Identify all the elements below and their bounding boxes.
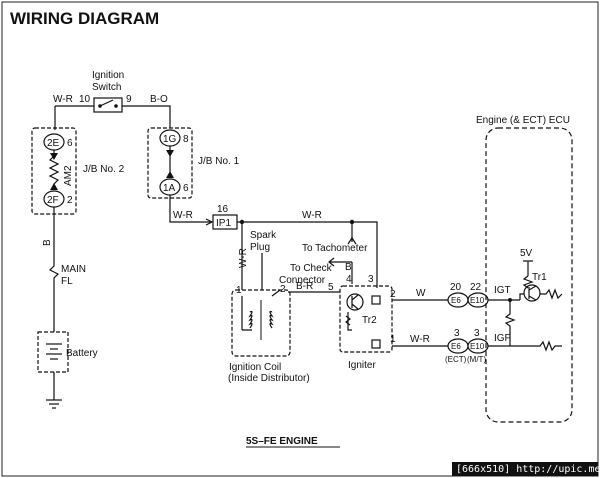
ip1-wire-top-label: W-R <box>302 210 322 221</box>
engine-label: 5S–FE ENGINE <box>246 436 318 447</box>
jb2-conn-bottom-label: 2F <box>47 195 59 206</box>
conn-e6-bottom-label: E6 <box>451 342 461 351</box>
ecu-resistor <box>504 300 516 346</box>
ip1-label: IP1 <box>216 218 231 229</box>
tachometer-label: To Tachometer <box>302 243 368 254</box>
conn-e6-top: E6 <box>447 292 469 308</box>
igniter-pin1: 1 <box>390 334 396 345</box>
footer-bar <box>452 462 598 476</box>
pin-20: 20 <box>450 282 462 293</box>
ign-wire-left-label: W-R <box>53 94 73 105</box>
ignition-switch-label-2: Switch <box>92 82 121 93</box>
ecu-igt-trace <box>519 293 524 300</box>
ecu-box <box>485 127 573 423</box>
conn-e6-top-label: E6 <box>451 296 461 305</box>
pin-3a: 3 <box>454 328 460 339</box>
ground-icon <box>46 399 62 409</box>
ecu-5v-label: 5V <box>520 248 533 259</box>
spark-plug-label-2: Plug <box>250 242 270 253</box>
jb1-conn-top: 1G <box>159 129 181 147</box>
jb2-pin-top: 6 <box>67 138 73 149</box>
jb2-conn-top-label: 2E <box>47 138 60 149</box>
jb1-conn-top-label: 1G <box>163 134 177 145</box>
battery-icon <box>37 331 69 373</box>
ecu-title: Engine (& ECT) ECU <box>476 115 570 126</box>
jb1-wire-label: W-R <box>173 210 193 221</box>
conn-e10-bottom: E10 <box>467 338 489 354</box>
wire-b-check-label: B <box>345 262 352 273</box>
am2-label: AM2 <box>63 165 74 186</box>
ect-label: (ECT) <box>445 355 467 364</box>
igniter-pin2: 2 <box>390 289 396 300</box>
tr1-icon <box>523 284 563 302</box>
jb2-conn-bottom: 2F <box>43 190 65 208</box>
am2-fuse-icon <box>48 150 60 190</box>
jb1-label: J/B No. 1 <box>198 156 240 167</box>
wire-jb1-to-ip1 <box>169 195 212 223</box>
ignition-coil-label-2: (Inside Distributor) <box>228 373 310 384</box>
check-connector-label-1: To Check <box>290 263 333 274</box>
check-connector-label-2: Connector <box>279 275 326 286</box>
main-fl-label-2: FL <box>61 276 73 287</box>
jb1-box <box>147 127 193 199</box>
mt-label: (M/T) <box>467 355 486 364</box>
conn-e10-top: E10 <box>467 292 489 308</box>
main-fl-icon <box>48 262 60 285</box>
ecu-igf-trace <box>520 340 562 352</box>
ecu-junction-dot <box>508 298 512 302</box>
ecu-5v-icon <box>522 260 534 289</box>
igniter-icon <box>339 285 393 353</box>
wire-ip1-to-igniter <box>237 221 378 288</box>
conn-e10-bottom-label: E10 <box>470 342 485 351</box>
coil-pin-right: 2 <box>280 284 286 295</box>
igniter-label: Igniter <box>348 360 376 371</box>
jb1-pin-top: 8 <box>183 134 189 145</box>
wire-b-label: B <box>42 239 53 246</box>
conn-e10-top-label: E10 <box>470 296 485 305</box>
conn-e6-bottom: E6 <box>447 338 469 354</box>
tr2-label: Tr2 <box>362 315 377 326</box>
igniter-pin5: 5 <box>328 282 334 293</box>
footer-link[interactable]: [666x510] http://upic.me/ <box>456 464 600 475</box>
jb1-conn-bottom: 1A <box>159 178 181 196</box>
wire-check-connector <box>330 261 353 284</box>
jb1-pin-bottom: 6 <box>183 183 189 194</box>
diagram-title: WIRING DIAGRAM <box>10 9 159 28</box>
ignition-coil-label-1: Ignition Coil <box>229 362 281 373</box>
coil-wire-out-label: B-R <box>296 281 313 292</box>
ign-wire-right-label: B-O <box>150 94 168 105</box>
igt-label: IGT <box>494 285 511 296</box>
jb1-conn-bottom-label: 1A <box>163 183 176 194</box>
jb2-conn-top: 2E <box>43 133 65 151</box>
coil-pin-left: 1 <box>236 285 242 296</box>
wire-w-label: W <box>416 288 426 299</box>
ignition-switch-label-1: Ignition <box>92 70 124 81</box>
spark-plug-label-1: Spark <box>250 230 277 241</box>
pin-3b: 3 <box>474 328 480 339</box>
igniter-pin4: 4 <box>346 274 352 285</box>
igniter-pin3: 3 <box>368 274 374 285</box>
ignition-switch-icon <box>93 97 123 113</box>
wire-ign-right <box>122 105 171 128</box>
jb2-pin-bottom: 2 <box>67 195 73 206</box>
ign-pin-right: 9 <box>126 94 132 105</box>
igf-label: IGF <box>494 333 511 344</box>
wire-wr-label: W-R <box>410 334 430 345</box>
tr1-label: Tr1 <box>532 272 547 283</box>
coil-wire-label: W-R <box>238 248 249 268</box>
ignition-coil-icon <box>231 289 291 357</box>
jb2-label: J/B No. 2 <box>83 164 125 175</box>
ip1-pin: 16 <box>217 204 229 215</box>
pin-22: 22 <box>470 282 482 293</box>
jb1-bus-icon <box>166 146 174 178</box>
ign-pin-left: 10 <box>79 94 91 105</box>
battery-label: Battery <box>66 348 98 359</box>
main-fl-label-1: MAIN <box>61 264 86 275</box>
